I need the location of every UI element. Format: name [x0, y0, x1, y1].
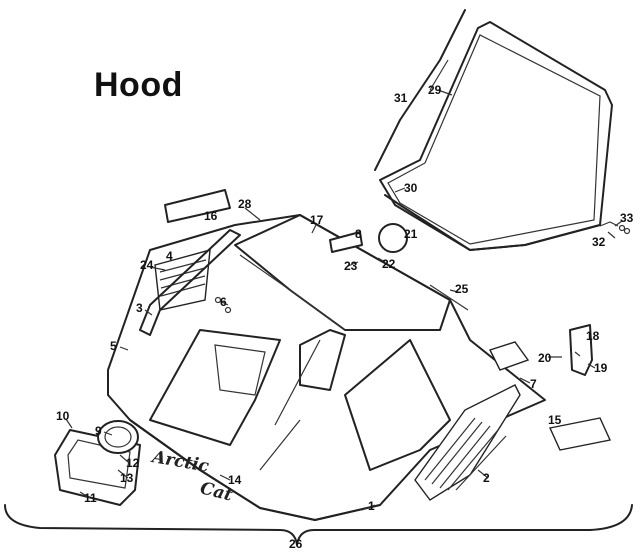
decal-16	[164, 189, 231, 223]
callout-13: 13	[120, 471, 134, 485]
callout-2: 2	[483, 471, 490, 485]
leader-lines	[65, 89, 623, 511]
callout-15: 15	[548, 413, 562, 427]
assembly-bracket	[4, 504, 633, 546]
reflector-7	[489, 341, 530, 371]
callout-10: 10	[56, 409, 70, 423]
callout-12: 12	[126, 456, 140, 470]
callout-16: 16	[204, 209, 218, 223]
bracket-18	[569, 324, 593, 376]
callout-33: 33	[620, 211, 634, 225]
callout-5: 5	[110, 339, 117, 353]
headlight-assembly	[54, 420, 141, 506]
callout-11: 11	[84, 491, 97, 505]
left-grill	[154, 249, 211, 311]
callout-19: 19	[594, 361, 608, 375]
callout-14: 14	[228, 473, 242, 487]
callout-18: 18	[586, 329, 600, 343]
callout-25: 25	[455, 282, 469, 296]
plate-8	[329, 231, 363, 253]
callout-17: 17	[310, 213, 324, 227]
callout-24: 24	[140, 258, 154, 272]
callout-4: 4	[166, 249, 173, 263]
right-grill	[414, 384, 521, 501]
callout-30: 30	[404, 181, 418, 195]
callout-22: 22	[382, 257, 396, 271]
callout-21: 21	[404, 227, 418, 241]
callout-31: 31	[394, 91, 408, 105]
callout-28: 28	[238, 197, 252, 211]
callout-8: 8	[355, 227, 362, 241]
emblem-15	[548, 417, 612, 451]
callout-20: 20	[538, 351, 552, 365]
windshield	[379, 21, 613, 251]
callout-6: 6	[220, 295, 227, 309]
diagram-title: Hood	[94, 66, 183, 104]
callout-32: 32	[592, 235, 606, 249]
hood-body	[107, 214, 546, 521]
strip-25	[429, 284, 469, 311]
callout-26: 26	[289, 537, 303, 551]
gauge-21	[378, 223, 408, 253]
windshield-molding	[599, 221, 631, 235]
callout-29: 29	[428, 83, 442, 97]
callout-3: 3	[136, 301, 143, 315]
callout-23: 23	[344, 259, 358, 273]
callout-1: 1	[368, 499, 375, 513]
callout-7: 7	[530, 377, 537, 391]
side-trim	[139, 229, 241, 336]
callout-9: 9	[95, 424, 102, 438]
windshield-bracket	[374, 9, 466, 171]
